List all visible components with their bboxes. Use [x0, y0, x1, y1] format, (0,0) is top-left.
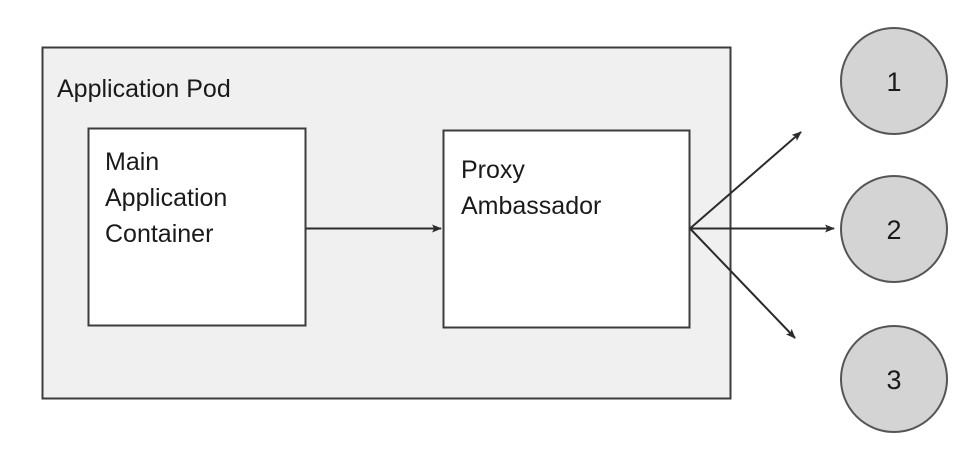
proxy-to-endpoint-1-arrow	[689, 131, 802, 230]
proxy-ambassador-container-label-line-1: Proxy	[461, 156, 525, 184]
endpoint-circle-3	[840, 325, 948, 433]
main-application-container-box	[87, 127, 307, 327]
endpoint-circle-2	[840, 175, 948, 283]
proxy-ambassador-container-box	[442, 129, 691, 329]
endpoint-circle-1	[840, 27, 948, 135]
endpoint-circle-1-label: 1	[886, 67, 901, 97]
endpoint-circle-3-label: 3	[886, 365, 901, 395]
main-application-container-label-line-2: Application	[105, 184, 227, 212]
main-application-container-label-line-1: Main	[105, 148, 159, 176]
application-pod-label: Application Pod	[57, 75, 231, 103]
proxy-to-endpoint-3-arrow	[689, 227, 796, 339]
endpoint-circle-2-label: 2	[886, 215, 901, 245]
main-application-container-label-line-3: Container	[105, 220, 213, 248]
proxy-ambassador-container-label-line-2: Ambassador	[461, 192, 601, 220]
